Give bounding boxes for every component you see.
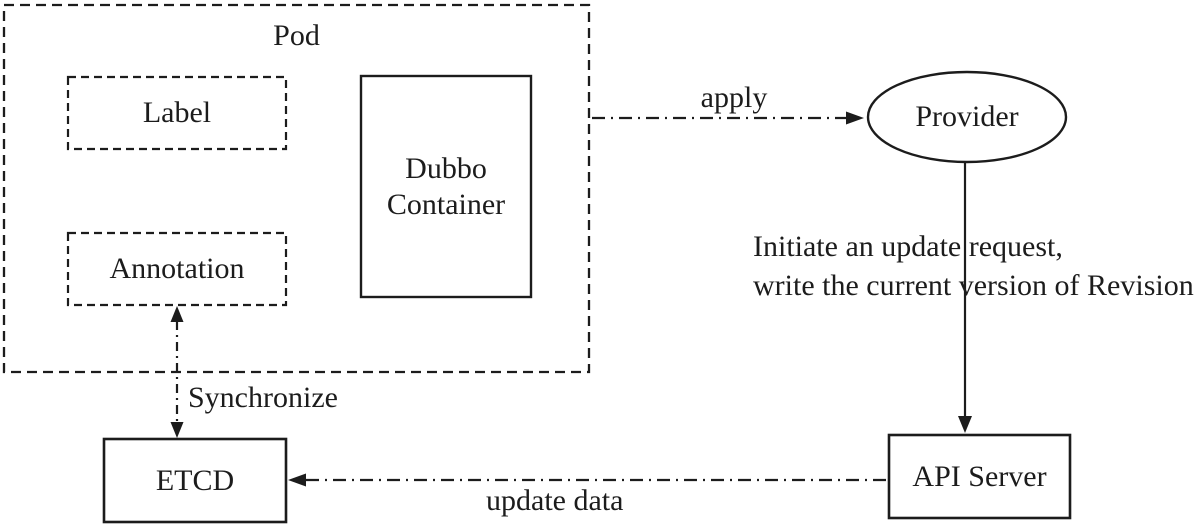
synchronize-up-arrowhead-icon xyxy=(170,306,184,322)
provider-ellipse xyxy=(866,70,1068,164)
pod-title: Pod xyxy=(273,19,320,52)
pod-group-box xyxy=(2,3,591,374)
apply-arrowhead-icon xyxy=(846,111,864,125)
etcd-box xyxy=(102,437,288,524)
annotation-box xyxy=(66,231,288,307)
synchronize-edge-label: Synchronize xyxy=(188,381,338,414)
api-server-text: API Server xyxy=(912,459,1047,493)
update-data-edge-label: update data xyxy=(486,484,624,517)
api-server-box xyxy=(887,433,1072,520)
dubbo-container-label: Dubbo Container xyxy=(386,151,506,221)
initiate-update-request-line2: write the current version of Revision xyxy=(753,269,1194,302)
etcd-text: ETCD xyxy=(155,463,235,497)
provider-to-apiserver-arrowhead-icon xyxy=(958,416,972,433)
label-text: Label xyxy=(142,96,212,129)
annotation-text: Annotation xyxy=(109,252,245,285)
initiate-update-request-line1: Initiate an update request, xyxy=(753,230,1063,263)
update-data-arrowhead-icon xyxy=(288,473,306,487)
initiate-update-request-label: Initiate an update request, write the cu… xyxy=(753,227,1194,305)
dubbo-container-box xyxy=(359,74,533,299)
dubbo-container-text: Dubbo Container xyxy=(361,76,531,297)
provider-text: Provider xyxy=(915,100,1019,133)
apply-edge-label: apply xyxy=(700,81,768,114)
synchronize-down-arrowhead-icon xyxy=(170,422,184,438)
label-box xyxy=(66,75,288,151)
